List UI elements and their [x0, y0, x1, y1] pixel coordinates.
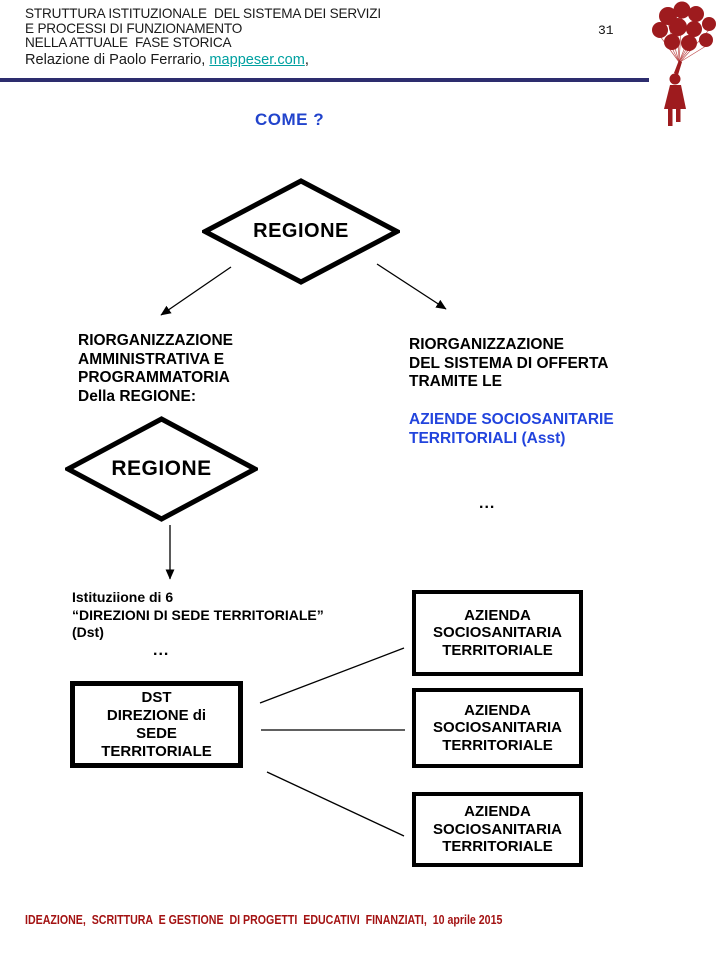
- right-branch-line-1: RIORGANIZZAZIONE: [409, 336, 564, 353]
- ellipsis-left: ...: [153, 642, 170, 659]
- right-branch-line-2: DEL SISTEMA DI OFFERTA: [409, 354, 609, 372]
- right-branch-line-3: TRAMITE LE: [409, 373, 502, 390]
- azienda-box-2: AZIENDA SOCIOSANITARIA TERRITORIALE: [412, 688, 583, 768]
- slide-subtitle: Relazione di Paolo Ferrario, mappeser.co…: [25, 51, 309, 68]
- azienda-box-1: AZIENDA SOCIOSANITARIA TERRITORIALE: [412, 590, 583, 676]
- azienda-box-3-line-2: SOCIOSANITARIA: [433, 820, 562, 838]
- azienda-box-3-line-3: TERRITORIALE: [442, 838, 553, 856]
- azienda-box-2-line-2: SOCIOSANITARIA: [433, 719, 562, 737]
- subtitle-prefix: Relazione di Paolo Ferrario,: [25, 51, 210, 68]
- institution-line-3: (Dst): [72, 624, 104, 640]
- page-number: 31: [598, 23, 614, 38]
- azienda-box-2-line-1: AZIENDA: [464, 701, 531, 719]
- right-branch-text: RIORGANIZZAZIONE DEL SISTEMA DI OFFERTA …: [409, 336, 609, 392]
- dst-box-line-4: TERRITORIALE: [101, 742, 212, 760]
- left-branch-text: RIORGANIZZAZIONE AMMINISTRATIVA E PROGRA…: [78, 332, 233, 406]
- left-branch-line-3: PROGRAMMATORIA: [78, 369, 230, 386]
- question-heading: COME ?: [255, 110, 325, 129]
- footer-text: IDEAZIONE, SCRITTURA E GESTIONE DI PROGE…: [25, 913, 503, 927]
- ellipsis-right: ...: [479, 495, 496, 512]
- azienda-box-2-line-3: TERRITORIALE: [442, 736, 553, 754]
- institution-line-1: Istituziione di 6: [72, 589, 174, 605]
- left-branch-line-2: AMMINISTRATIVA E: [78, 350, 225, 368]
- header-divider-rule: [0, 78, 649, 82]
- diamond-regione-left: [65, 416, 258, 522]
- azienda-box-1-line-3: TERRITORIALE: [442, 641, 553, 659]
- dst-box-line-1: DST: [141, 688, 172, 706]
- dst-box: DST DIREZIONE di SEDE TERRITORIALE: [70, 681, 243, 768]
- dst-box-line-2: DIREZIONE di: [106, 706, 207, 724]
- azienda-box-3: AZIENDA SOCIOSANITARIA TERRITORIALE: [412, 792, 583, 867]
- azienda-box-1-line-2: SOCIOSANITARIA: [433, 624, 562, 642]
- subtitle-suffix: ,: [304, 51, 309, 68]
- diamond-regione-top: [202, 178, 400, 285]
- aziende-blue-line-1: AZIENDE SOCIOSANITARIE: [409, 411, 614, 428]
- azienda-box-1-line-1: AZIENDA: [464, 606, 531, 624]
- slide-title-line-3: NELLA ATTUALE FASE STORICA: [25, 34, 232, 50]
- left-branch-line-1: RIORGANIZZAZIONE: [78, 332, 233, 349]
- aziende-blue-line-2: TERRITORIALI (Asst): [409, 429, 566, 447]
- line-dst-to-azienda-1: [259, 647, 405, 704]
- balloon-girl-image: [652, 1, 716, 126]
- slide-title: STRUTTURA ISTITUZIONALE DEL SISTEMA DEI …: [25, 6, 381, 50]
- slide-title-line-1: STRUTTURA ISTITUZIONALE DEL SISTEMA DEI …: [25, 5, 381, 21]
- azienda-box-3-line-1: AZIENDA: [464, 803, 531, 821]
- dst-box-line-3: SEDE: [136, 724, 177, 742]
- institution-text: Istituziione di 6 “DIREZIONI DI SEDE TER…: [72, 589, 324, 642]
- mappeser-link[interactable]: mappeser.com: [209, 51, 305, 68]
- left-branch-line-4: Della REGIONE:: [78, 387, 196, 405]
- line-dst-to-azienda-3: [266, 771, 405, 837]
- slide-title-line-2: E PROCESSI DI FUNZIONAMENTO: [25, 19, 243, 36]
- institution-line-2: “DIREZIONI DI SEDE TERRITORIALE”: [72, 606, 324, 623]
- aziende-sociosanitarie-text: AZIENDE SOCIOSANITARIE TERRITORIALI (Ass…: [409, 411, 614, 448]
